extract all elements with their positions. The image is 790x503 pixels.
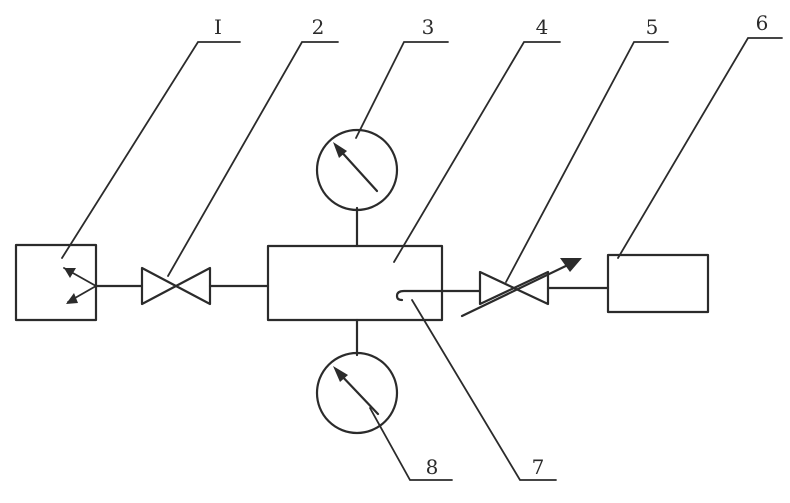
label-part-7: 7 — [532, 455, 545, 479]
leader-1 — [61, 41, 241, 259]
label-part-5: 5 — [646, 15, 659, 39]
component-7-inlet-tube — [395, 289, 444, 302]
valve5-adjust-arrowhead — [560, 258, 582, 272]
part-labels: I 2 3 4 5 6 7 8 — [214, 11, 768, 479]
gauge8-dial — [315, 351, 399, 435]
component-2-valve — [140, 266, 212, 306]
component-3-gauge-top — [315, 128, 399, 248]
valve5-left-triangle — [478, 270, 516, 306]
gauge8-needle-tip — [333, 366, 348, 382]
leader-3 — [355, 41, 449, 139]
leader-2 — [167, 41, 339, 277]
valve5-adjust-arrow — [460, 261, 574, 318]
label-part-2: 2 — [312, 15, 325, 39]
leader-5 — [505, 41, 669, 283]
valve2-left-triangle — [140, 266, 178, 306]
source-arrowhead-upper — [64, 268, 76, 278]
leader-6 — [617, 37, 783, 259]
gauge3-needle-tip — [333, 142, 347, 158]
gauge8-needle — [337, 371, 380, 416]
component-4-vessel — [266, 244, 444, 322]
label-part-8: 8 — [426, 455, 439, 479]
label-part-1: I — [214, 15, 222, 39]
component-8-gauge-bottom — [315, 318, 399, 435]
leader-7 — [411, 299, 557, 481]
label-part-4: 4 — [536, 15, 549, 39]
leader-8 — [369, 407, 453, 481]
component-1-source — [14, 243, 98, 322]
component-6-receiver — [606, 253, 710, 314]
label-part-3: 3 — [422, 15, 435, 39]
valve2-right-triangle — [174, 266, 212, 306]
gauge3-needle — [336, 146, 379, 193]
source-box — [14, 243, 98, 322]
source-arrowhead-lower — [66, 293, 78, 304]
leader-4 — [393, 41, 561, 263]
label-part-6: 6 — [756, 11, 769, 35]
leader-lines — [61, 37, 783, 481]
gauge3-dial — [315, 128, 399, 212]
